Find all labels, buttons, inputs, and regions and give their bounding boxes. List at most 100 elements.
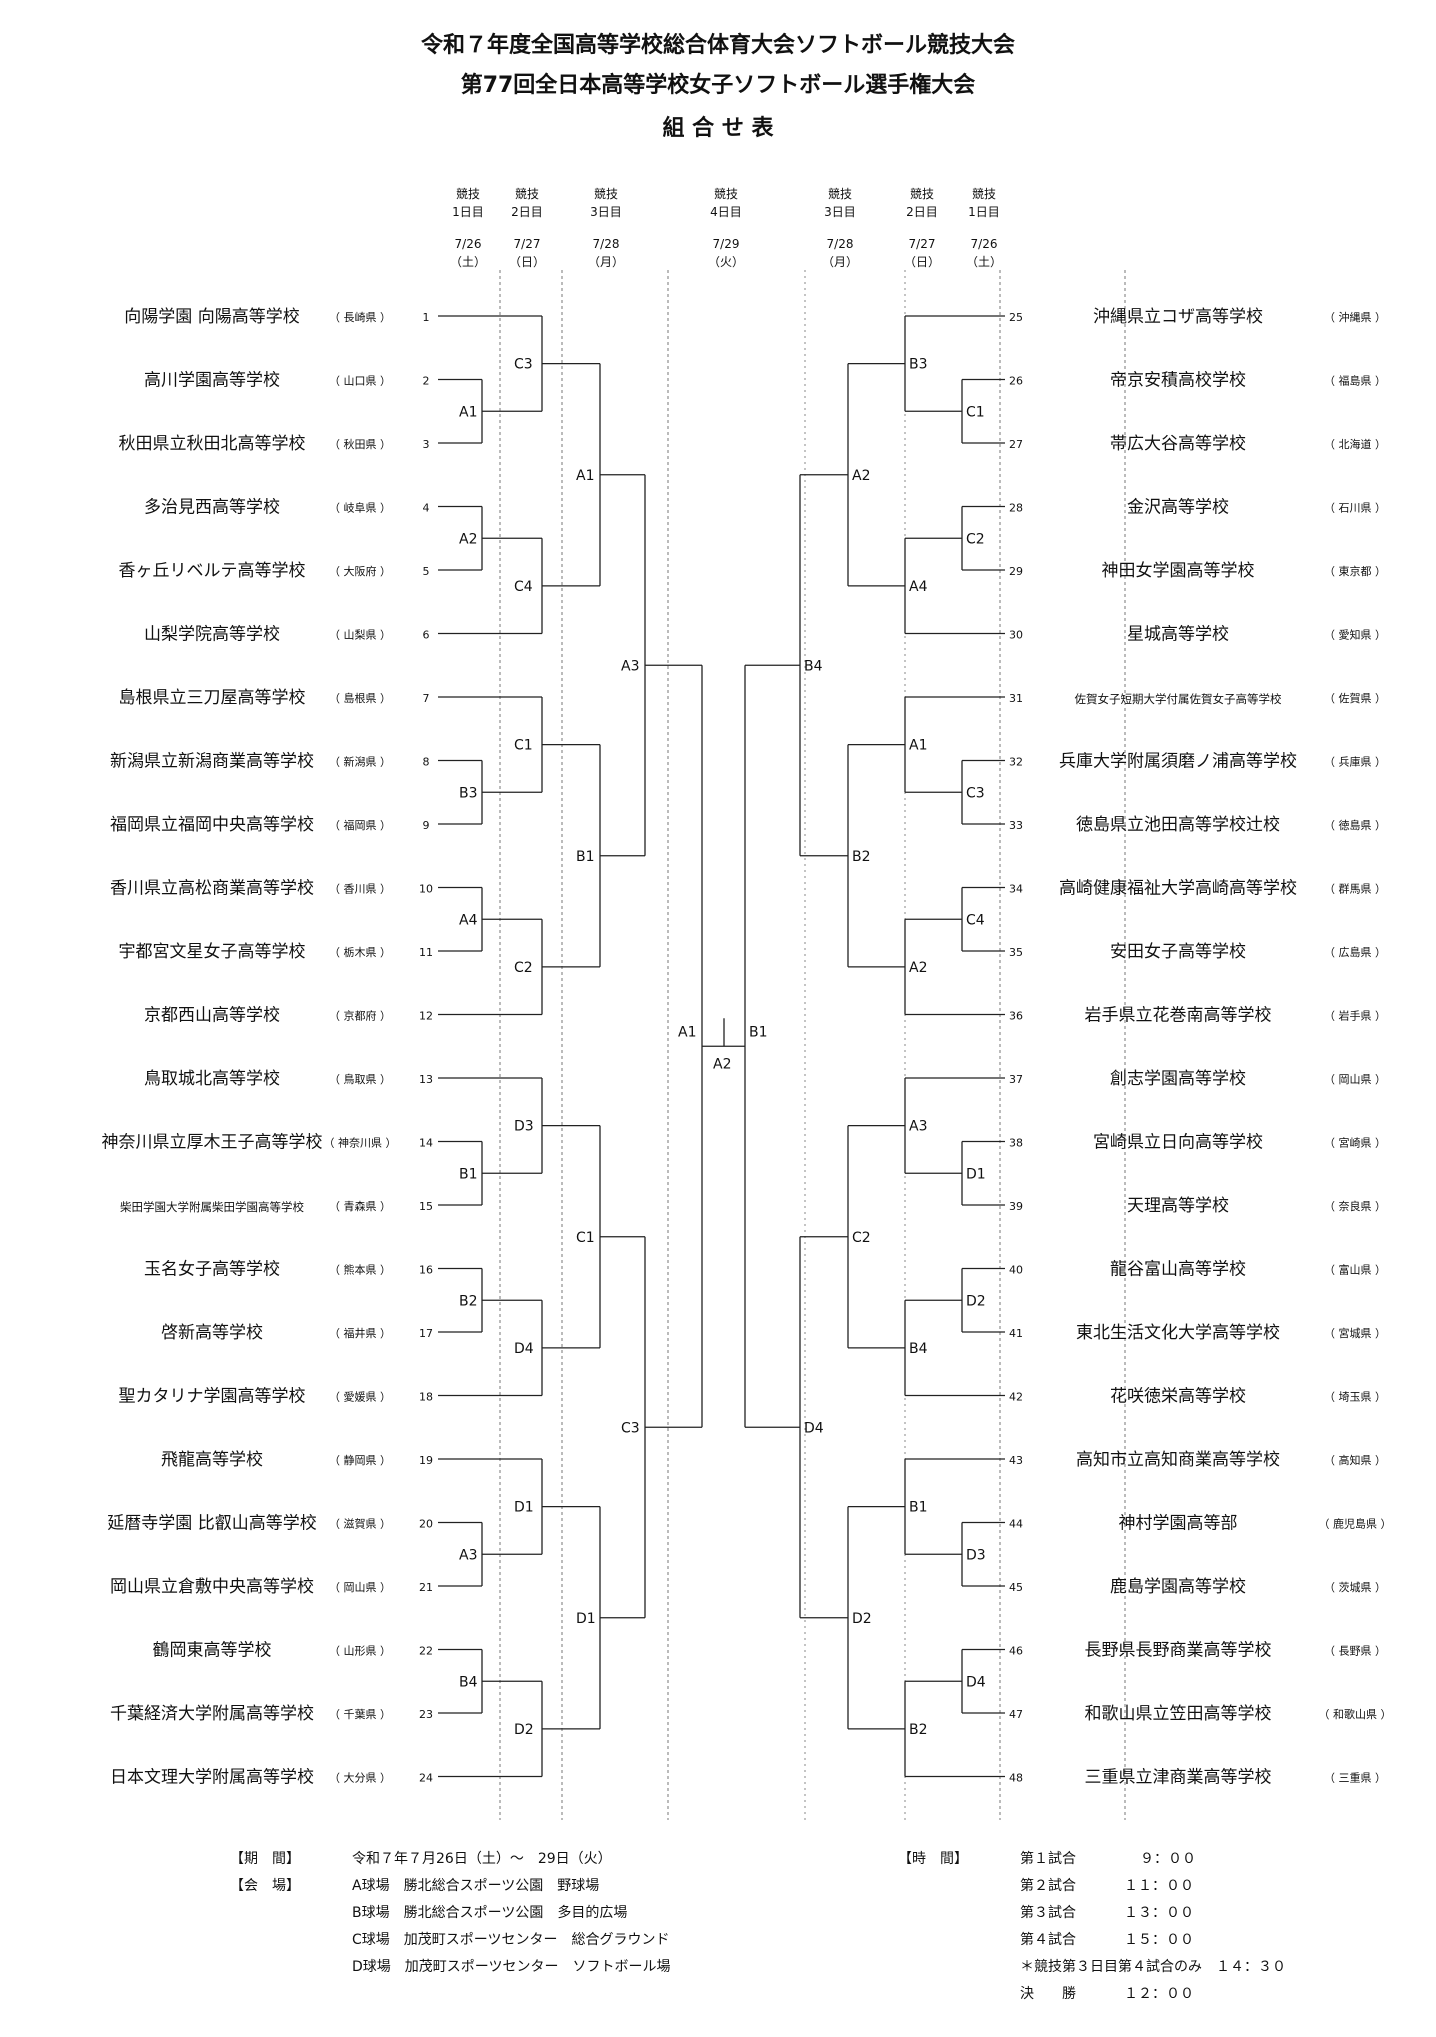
venue-c: C球場 加茂町スポーツセンター 総合グラウンド — [352, 1932, 670, 1948]
game-label: D2 — [852, 1611, 872, 1627]
game-1-label: 第１試合 — [1020, 1851, 1076, 1867]
team-prefecture: （ 栃木県 ） — [329, 945, 391, 959]
game-label: A2 — [909, 960, 927, 976]
team-prefecture: （ 三重県 ） — [1324, 1771, 1386, 1785]
team-prefecture: （ 愛媛県 ） — [329, 1390, 391, 1404]
team-number: 40 — [1009, 1264, 1023, 1277]
day-weekday: （日） — [904, 255, 940, 269]
team-name: 神奈川県立厚木王子高等学校 — [102, 1133, 323, 1153]
team-prefecture: （ 東京都 ） — [1324, 564, 1386, 578]
game-label: A3 — [909, 1119, 927, 1135]
final-label: 決 勝 — [1020, 1986, 1076, 2002]
team-name: 鳥取城北高等学校 — [144, 1069, 280, 1089]
team-name: 佐賀女子短期大学付属佐賀女子高等学校 — [1075, 692, 1282, 706]
game-label: A1 — [459, 404, 477, 420]
game-label: C4 — [514, 579, 533, 595]
team-number: 46 — [1009, 1645, 1023, 1658]
team-name: 長野県長野商業高等学校 — [1085, 1641, 1272, 1661]
team-name: 宇都宮文星女子高等学校 — [119, 942, 306, 962]
team-number: 22 — [419, 1645, 433, 1658]
team-number: 32 — [1009, 756, 1023, 769]
team-name: 香ヶ丘リベルテ高等学校 — [119, 561, 306, 581]
team-number: 47 — [1009, 1708, 1023, 1721]
team-prefecture: （ 埼玉県 ） — [1324, 1390, 1386, 1404]
team-number: 25 — [1009, 311, 1023, 324]
game-label: D4 — [966, 1674, 986, 1690]
team-number: 33 — [1009, 819, 1023, 832]
day-weekday: （日） — [509, 255, 545, 269]
team-name: 天理高等学校 — [1127, 1196, 1229, 1216]
day-date: 7/27 — [514, 237, 541, 251]
team-name: 高知市立高知商業高等学校 — [1076, 1450, 1280, 1470]
team-name: 花咲徳栄高等学校 — [1110, 1387, 1246, 1407]
day-headers: 競技1日目7/26（土）競技2日目7/27（日）競技3日目7/28（月）競技4日… — [450, 186, 1002, 269]
day-date: 7/28 — [593, 237, 620, 251]
day-date: 7/28 — [827, 237, 854, 251]
venue-label: 【会 場】 — [230, 1878, 300, 1894]
team-prefecture: （ 富山県 ） — [1324, 1263, 1386, 1277]
team-number: 28 — [1009, 502, 1023, 515]
day-number: 2日目 — [511, 205, 543, 219]
team-prefecture: （ 島根県 ） — [329, 691, 391, 705]
team-number: 16 — [419, 1264, 433, 1277]
team-prefecture: （ 沖縄県 ） — [1324, 310, 1386, 324]
day-label: 競技 — [515, 186, 539, 201]
team-prefecture: （ 鳥取県 ） — [329, 1072, 391, 1086]
team-name: 延暦寺学園 比叡山高等学校 — [107, 1514, 316, 1534]
team-prefecture: （ 高知県 ） — [1324, 1453, 1386, 1467]
team-name: 山梨学院高等学校 — [144, 625, 280, 645]
team-name: 東北生活文化大学高等学校 — [1076, 1323, 1280, 1343]
game-2-time: １１：００ — [1124, 1878, 1194, 1894]
team-name: 聖カタリナ学園高等学校 — [119, 1387, 306, 1407]
team-name: 神田女学園高等学校 — [1102, 561, 1255, 581]
day-date: 7/26 — [971, 237, 998, 251]
title-line-3: 組 合 せ 表 — [663, 115, 775, 141]
time-label: 【時 間】 — [898, 1851, 968, 1867]
team-number: 37 — [1009, 1073, 1023, 1086]
team-name: 星城高等学校 — [1127, 625, 1229, 645]
team-prefecture: （ 岩手県 ） — [1324, 1009, 1386, 1023]
team-number: 39 — [1009, 1200, 1023, 1213]
team-name: 千葉経済大学附属高等学校 — [110, 1704, 314, 1724]
day-label: 競技 — [972, 186, 996, 201]
team-number: 24 — [419, 1772, 433, 1785]
team-prefecture: （ 滋賀県 ） — [329, 1518, 391, 1531]
day-weekday: （土） — [966, 255, 1002, 269]
team-name: 徳島県立池田高等学校辻校 — [1076, 815, 1280, 835]
semi-label: A1 — [678, 1024, 696, 1040]
venue-a: A球場 勝北総合スポーツ公園 野球場 — [352, 1878, 600, 1894]
team-number: 38 — [1009, 1137, 1023, 1150]
team-name: 神村学園高等部 — [1119, 1514, 1238, 1534]
team-number: 31 — [1009, 692, 1023, 705]
team-name: 金沢高等学校 — [1127, 498, 1229, 518]
team-number: 7 — [423, 692, 430, 705]
day-weekday: （月） — [588, 255, 624, 269]
team-number: 5 — [423, 565, 430, 578]
game-label: B4 — [909, 1341, 928, 1357]
title-line-1: 令和７年度全国高等学校総合体育大会ソフトボール競技大会 — [421, 32, 1015, 58]
game-label: D2 — [966, 1293, 986, 1309]
game-label: C3 — [621, 1420, 640, 1436]
team-prefecture: （ 石川県 ） — [1324, 502, 1386, 515]
team-number: 8 — [423, 756, 430, 769]
title-line-2: 第77回全日本高等学校女子ソフトボール選手権大会 — [461, 72, 976, 98]
team-number: 30 — [1009, 629, 1023, 642]
team-name: 和歌山県立笠田高等学校 — [1085, 1704, 1272, 1724]
team-prefecture: （ 佐賀県 ） — [1324, 691, 1386, 705]
period-label: 【期 間】 — [230, 1851, 300, 1867]
team-prefecture: （ 岐阜県 ） — [329, 502, 391, 515]
game-1-time: ９：００ — [1140, 1851, 1196, 1867]
team-number: 45 — [1009, 1581, 1023, 1594]
team-name: 日本文理大学附属高等学校 — [110, 1768, 314, 1788]
game-label: B2 — [852, 849, 871, 865]
game-4-label: 第４試合 — [1020, 1932, 1076, 1948]
day-label: 競技 — [594, 186, 618, 201]
day-label: 競技 — [714, 186, 738, 201]
team-number: 34 — [1009, 883, 1023, 896]
team-number: 12 — [419, 1010, 433, 1023]
team-name: 岡山県立倉敷中央高等学校 — [110, 1577, 314, 1597]
game-label: C3 — [514, 357, 533, 373]
team-name: 福岡県立福岡中央高等学校 — [110, 815, 314, 835]
team-prefecture: （ 福井県 ） — [329, 1326, 391, 1340]
